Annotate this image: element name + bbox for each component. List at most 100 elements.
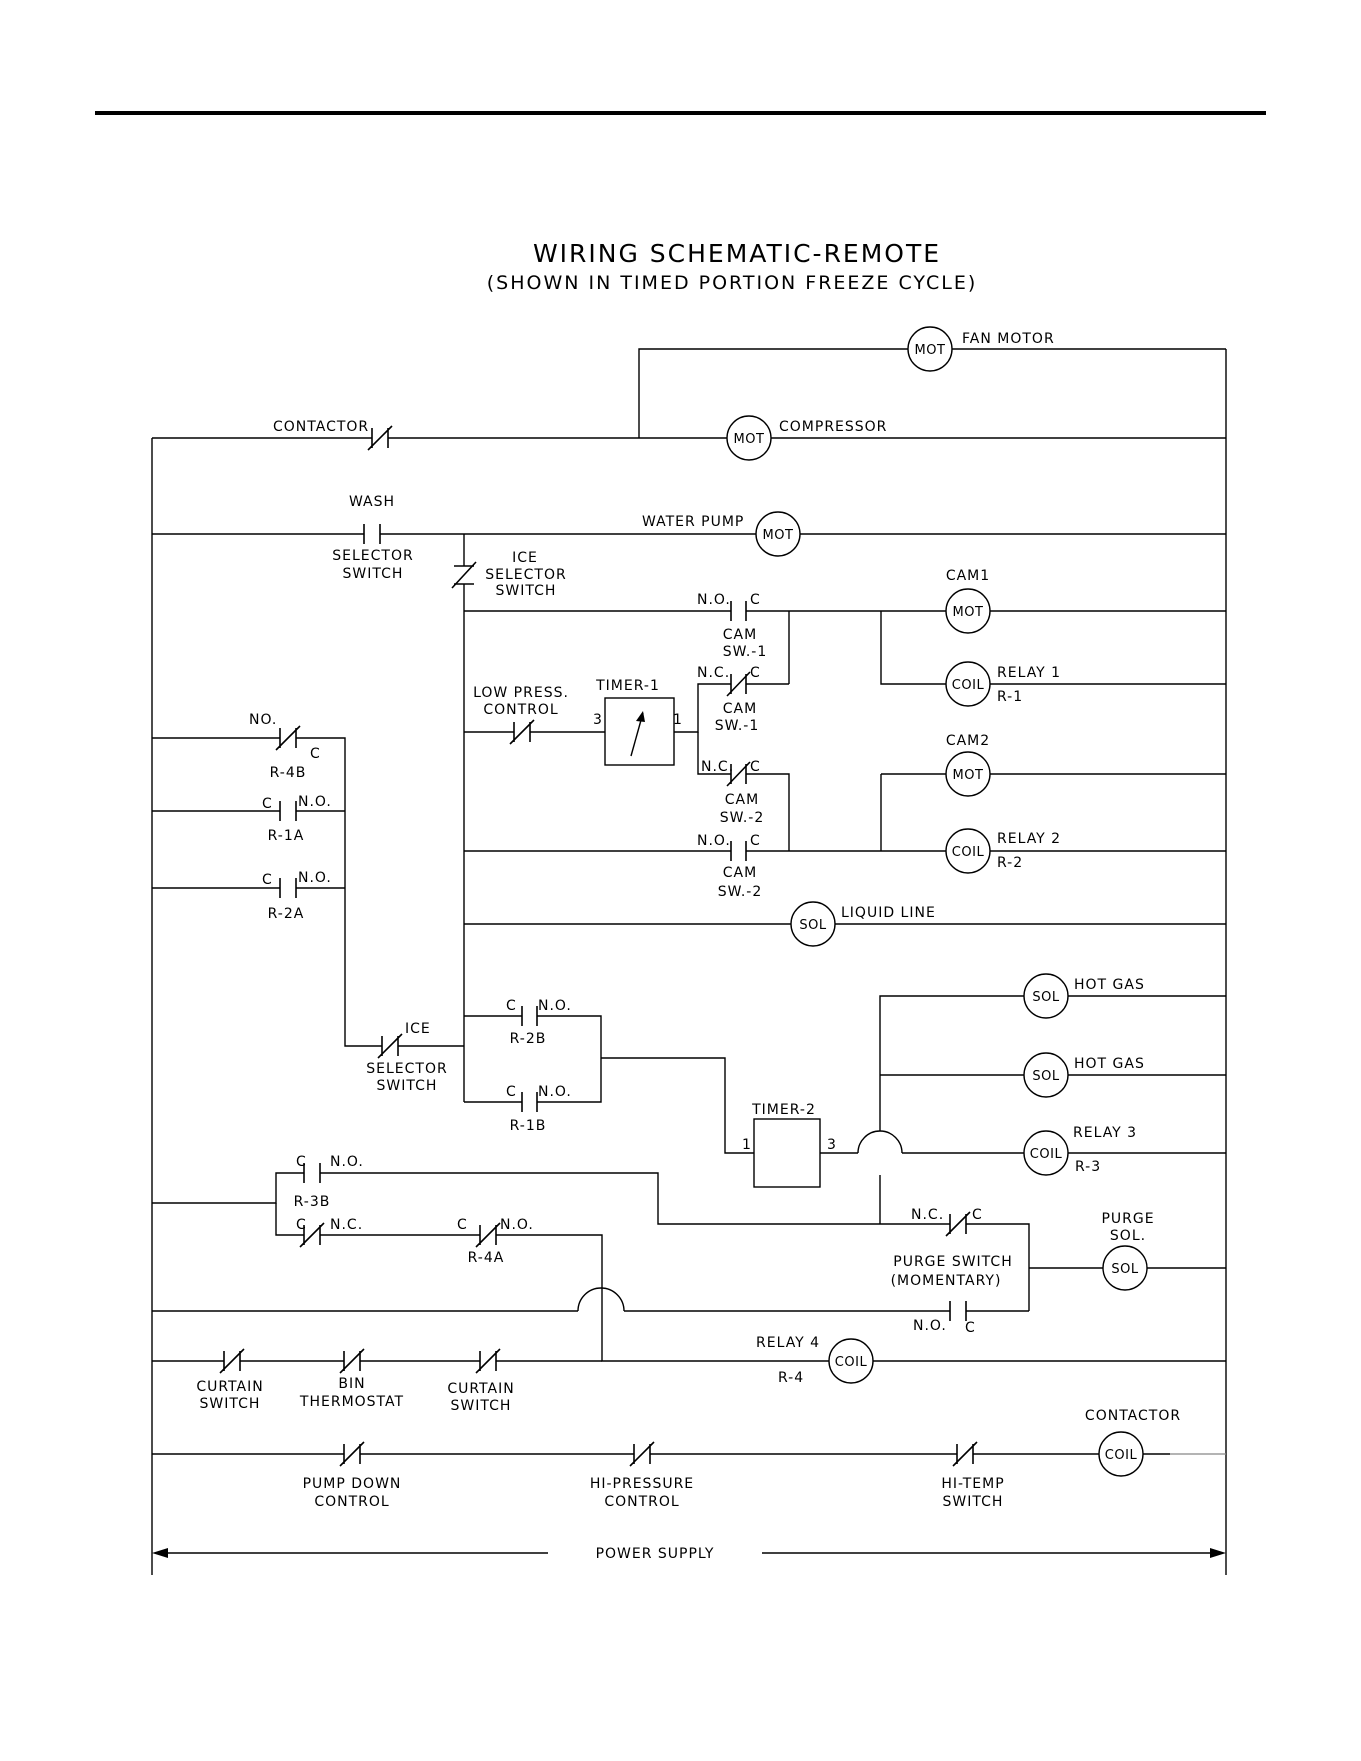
- label-thermostat: THERMOSTAT: [299, 1394, 404, 1410]
- contact-cam-sw2-nc: [726, 761, 751, 787]
- label-purge-nc: N.C.: [911, 1207, 944, 1223]
- purge-sol-symbol: SOL: [1102, 1245, 1148, 1291]
- label-power-supply: POWER SUPPLY: [596, 1546, 715, 1562]
- label-wash-selector: SELECTOR: [332, 548, 413, 564]
- label-r1a-no: N.O.: [298, 794, 332, 810]
- label-r4b-no: NO.: [249, 712, 277, 728]
- label-purge-switch: PURGE SWITCH: [893, 1254, 1012, 1270]
- label-cam-sw2-no: N.O.: [697, 833, 731, 849]
- label-relay3: RELAY 3: [1073, 1125, 1137, 1141]
- label-ice-switch-1: SWITCH: [496, 583, 557, 599]
- relay3-coil-symbol: COIL: [1023, 1130, 1069, 1176]
- compressor-symbol: MOT: [726, 415, 772, 461]
- label-cam-sw1-2: SW.-1: [715, 718, 760, 734]
- label-water-pump: WATER PUMP: [642, 514, 744, 530]
- label-pump-down-control: CONTROL: [314, 1494, 389, 1510]
- label-r3b: R-3B: [294, 1194, 331, 1210]
- label-liquid-line: LIQUID LINE: [841, 905, 936, 921]
- schematic-subtitle: (SHOWN IN TIMED PORTION FREEZE CYCLE): [487, 272, 978, 294]
- svg-text:SOL: SOL: [799, 918, 826, 933]
- svg-text:SOL: SOL: [1032, 1069, 1059, 1084]
- label-hi-pressure: HI-PRESSURE: [590, 1476, 694, 1492]
- labels: FAN MOTOR CONTACTOR COMPRESSOR WASH SELE…: [196, 331, 1180, 1562]
- label-wash-switch: SWITCH: [343, 566, 404, 582]
- label-pump-down: PUMP DOWN: [303, 1476, 402, 1492]
- label-cam-sw2-2: SW.-2: [718, 884, 763, 900]
- label-cam-sw2: SW.-2: [720, 810, 765, 826]
- contact-pump-down: [339, 1441, 365, 1467]
- wires: [151, 348, 1227, 1575]
- label-bin: BIN: [338, 1376, 365, 1392]
- contact-r3b: [303, 1163, 321, 1183]
- svg-text:SOL: SOL: [1111, 1262, 1138, 1277]
- svg-text:SOL: SOL: [1032, 990, 1059, 1005]
- contact-r1b: [521, 1092, 538, 1112]
- label-low-press-2: CONTROL: [483, 702, 558, 718]
- hot-gas-sol-1-symbol: SOL: [1023, 973, 1069, 1019]
- label-r4b-c: C: [310, 746, 321, 762]
- label-ice-2: ICE: [405, 1021, 431, 1037]
- label-timer2-pin1: 1: [742, 1137, 752, 1153]
- label-r4a-c: C: [457, 1217, 468, 1233]
- label-cam-sw1-no-c: C: [750, 592, 761, 608]
- label-r4a-no: N.O.: [500, 1217, 534, 1233]
- label-contactor-contact: CONTACTOR: [273, 419, 369, 435]
- label-r2a-no: N.O.: [298, 870, 332, 886]
- label-timer1-pin1: 1: [673, 712, 683, 728]
- label-cam-sw1-no: N.O.: [697, 592, 731, 608]
- contact-r4a: [475, 1222, 501, 1248]
- contact-ice-selector-2: [377, 1033, 403, 1059]
- contact-contactor: [367, 425, 393, 451]
- label-compressor: COMPRESSOR: [779, 419, 887, 435]
- svg-text:COIL: COIL: [1105, 1448, 1138, 1463]
- svg-text:MOT: MOT: [915, 343, 946, 358]
- label-relay4: RELAY 4: [756, 1335, 820, 1351]
- contact-hi-pressure: [629, 1441, 655, 1467]
- relay1-coil-symbol: COIL: [945, 661, 991, 707]
- label-wash: WASH: [349, 494, 395, 510]
- label-purge-nc-c: C: [972, 1207, 983, 1223]
- contact-wash: [363, 524, 381, 544]
- label-purge-sol-1: PURGE: [1101, 1211, 1154, 1227]
- label-r3b-nc-c: C: [296, 1217, 307, 1233]
- svg-text:COIL: COIL: [835, 1355, 868, 1370]
- label-cam-sw1: SW.-1: [723, 644, 768, 660]
- contact-bin-thermostat: [339, 1348, 365, 1374]
- label-r3b-nc: N.C.: [330, 1217, 363, 1233]
- component-symbols: MOT MOT MOT MOT COIL MOT COIL SOL: [604, 326, 1148, 1477]
- label-ice-selector-1: SELECTOR: [485, 567, 566, 583]
- timer2-box: [753, 1118, 821, 1188]
- label-r2a-c: C: [262, 872, 273, 888]
- contact-purge-no: [949, 1301, 967, 1321]
- label-low-press-1: LOW PRESS.: [473, 685, 569, 701]
- contact-cam-sw2-no: [730, 841, 747, 861]
- label-r1b: R-1B: [510, 1118, 547, 1134]
- label-r1b-c: C: [506, 1084, 517, 1100]
- label-timer2: TIMER-2: [751, 1102, 816, 1118]
- label-hi-temp-switch: SWITCH: [943, 1494, 1004, 1510]
- label-hot-gas-2: HOT GAS: [1074, 1056, 1145, 1072]
- contact-purge-nc: [945, 1211, 971, 1237]
- svg-text:MOT: MOT: [953, 605, 984, 620]
- label-hi-temp: HI-TEMP: [941, 1476, 1004, 1492]
- contact-r2b: [521, 1006, 538, 1026]
- label-timer2-pin3: 3: [827, 1137, 837, 1153]
- contact-curtain-2: [475, 1348, 501, 1374]
- label-purge-momentary: (MOMENTARY): [891, 1273, 1002, 1289]
- fan-motor-symbol: MOT: [907, 326, 953, 372]
- cam1-motor-symbol: MOT: [945, 588, 991, 634]
- label-cam-sw1-cam: CAM: [723, 627, 757, 643]
- label-timer1: TIMER-1: [595, 678, 660, 694]
- label-curtain-switch-1: SWITCH: [200, 1396, 261, 1412]
- liquid-line-sol-symbol: SOL: [790, 901, 836, 947]
- label-cam-sw2-no-c: C: [750, 833, 761, 849]
- label-r2a: R-2A: [268, 906, 305, 922]
- svg-text:MOT: MOT: [734, 432, 765, 447]
- label-purge-sol-2: SOL.: [1110, 1228, 1146, 1244]
- label-cam-sw1-nc-c: C: [750, 665, 761, 681]
- contact-r4b: [275, 725, 301, 751]
- svg-text:COIL: COIL: [952, 845, 985, 860]
- contact-cam-sw1-nc: [726, 671, 751, 697]
- hot-gas-sol-2-symbol: SOL: [1023, 1052, 1069, 1098]
